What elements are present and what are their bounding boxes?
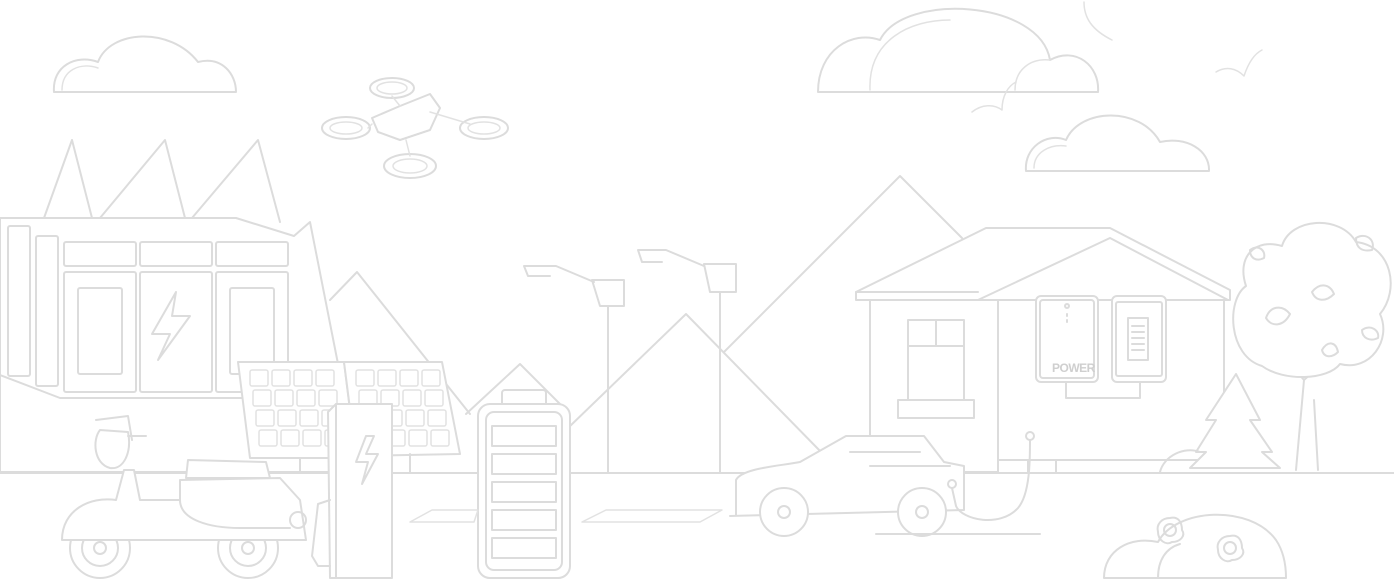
flower-icon bbox=[1223, 541, 1237, 555]
scooter bbox=[61, 415, 307, 579]
solar-cell bbox=[355, 369, 375, 387]
parking-marks bbox=[409, 509, 723, 523]
solar-cell bbox=[427, 409, 447, 427]
birds bbox=[971, 1, 1263, 113]
flower-bush bbox=[1103, 513, 1287, 579]
power-bank: POWER bbox=[1035, 295, 1141, 399]
solar-cell bbox=[255, 409, 275, 427]
solar-cell bbox=[299, 409, 319, 427]
solar-cell bbox=[293, 369, 313, 387]
solar-cell bbox=[399, 369, 419, 387]
solar-cell bbox=[274, 389, 294, 407]
lightning-icon bbox=[355, 435, 379, 485]
solar-cell bbox=[402, 389, 422, 407]
solar-cell bbox=[302, 429, 322, 447]
cloud-top-right bbox=[817, 7, 1100, 93]
charging-station bbox=[311, 403, 393, 579]
solar-cell bbox=[258, 429, 278, 447]
solar-cell bbox=[296, 389, 316, 407]
solar-cell bbox=[318, 389, 338, 407]
solar-cell bbox=[271, 369, 291, 387]
solar-cell bbox=[430, 429, 450, 447]
solar-cell bbox=[315, 369, 335, 387]
phone-icon bbox=[1111, 295, 1167, 383]
lightning-icon bbox=[151, 291, 191, 361]
car bbox=[729, 431, 1041, 537]
battery-icon bbox=[477, 389, 571, 579]
solar-cell bbox=[252, 389, 272, 407]
flower-icon bbox=[1163, 523, 1177, 537]
solar-cell bbox=[377, 369, 397, 387]
tree bbox=[1232, 221, 1392, 471]
solar-cell bbox=[421, 369, 441, 387]
solar-cell bbox=[280, 429, 300, 447]
pine-tree bbox=[1159, 373, 1281, 473]
solar-panels bbox=[237, 361, 461, 473]
cloud-mid-right bbox=[1024, 114, 1211, 172]
solar-cell bbox=[424, 389, 444, 407]
drone-icon bbox=[321, 77, 509, 179]
power-label: POWER bbox=[1052, 361, 1096, 375]
solar-cell bbox=[405, 409, 425, 427]
solar-cell bbox=[277, 409, 297, 427]
solar-cell bbox=[408, 429, 428, 447]
street-lamps bbox=[523, 249, 737, 473]
solar-cell bbox=[249, 369, 269, 387]
cloud-left bbox=[52, 35, 237, 93]
